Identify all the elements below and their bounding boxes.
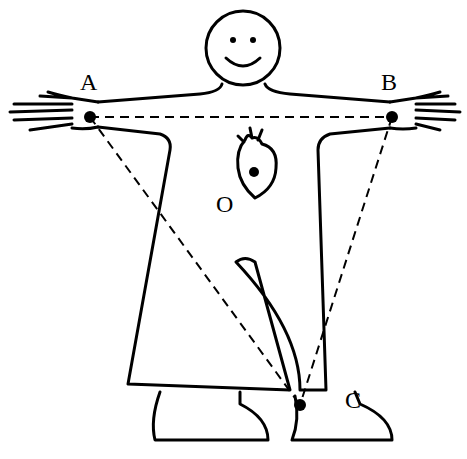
point-label: A: [80, 70, 97, 94]
point-label: B: [381, 70, 397, 94]
point-label: O: [216, 192, 233, 216]
point-label: C: [345, 388, 361, 412]
